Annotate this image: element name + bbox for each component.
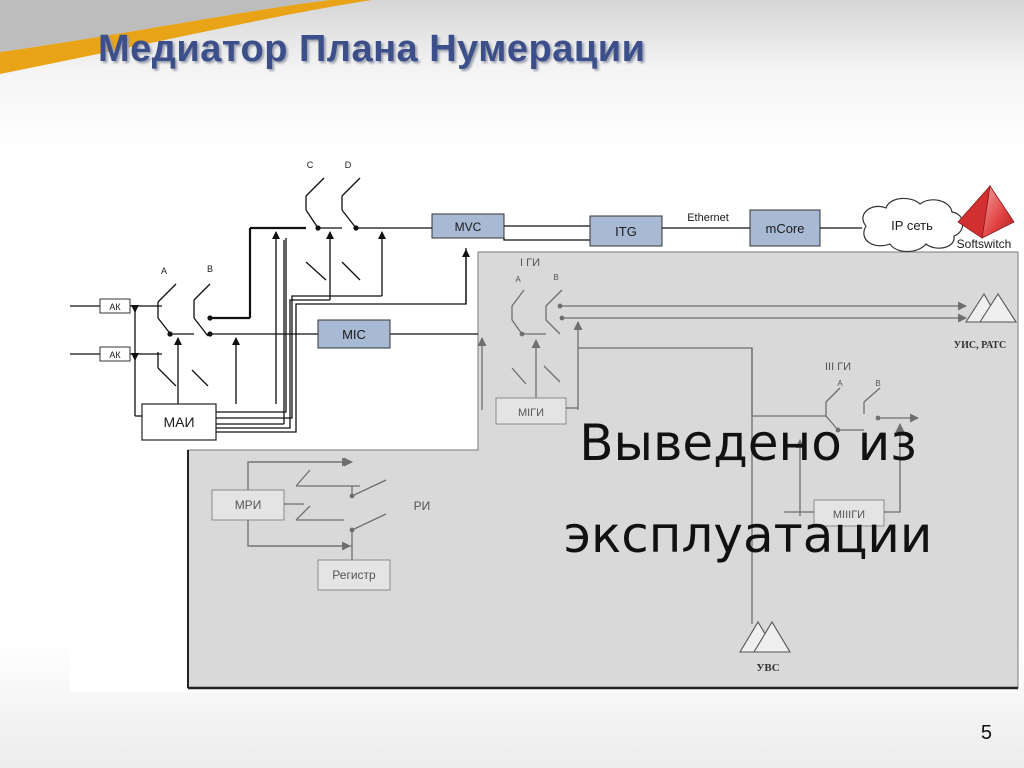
mcore-label: mCore xyxy=(765,221,804,236)
gi1-a-label: А xyxy=(515,275,521,284)
gi1-b-label: В xyxy=(553,273,558,282)
mvc-label: MVC xyxy=(455,220,482,234)
gi3-b-label: В xyxy=(875,379,880,388)
switch-d-label: D xyxy=(345,160,352,170)
softswitch-label: Softswitch xyxy=(957,237,1012,251)
mcore-box xyxy=(749,209,821,247)
register-box xyxy=(317,559,391,591)
ip-cloud-label: IP сеть xyxy=(891,218,933,233)
softswitch-icon xyxy=(957,184,1015,239)
ethernet-label: Ethernet xyxy=(687,212,729,224)
mri-box xyxy=(211,489,285,521)
migi3-box xyxy=(813,499,885,527)
uis-rats-icon xyxy=(964,292,1018,323)
gi1-label: I ГИ xyxy=(520,257,540,269)
switch-c-label: С xyxy=(307,160,314,170)
gi3-label: III ГИ xyxy=(825,361,851,373)
mic-label: MIC xyxy=(342,327,366,342)
itg-label: ITG xyxy=(615,224,637,239)
gi3-a-label: А xyxy=(837,379,843,388)
migi1-label: МIГИ xyxy=(518,407,544,419)
uvs-icon xyxy=(739,620,791,653)
slide-number: 5 xyxy=(980,722,992,744)
mai-box xyxy=(141,403,217,441)
switch-a-label: А xyxy=(161,266,167,276)
ak-label-2: АК xyxy=(109,350,121,360)
itg-box xyxy=(589,215,663,247)
uis-rats-label: УИС, РАТС xyxy=(954,340,1006,351)
switch-b-label: В xyxy=(207,264,213,274)
decommissioned-text-line1: Выведено из xyxy=(579,414,917,472)
mic-box xyxy=(317,319,391,349)
uvs-label: УВС xyxy=(756,662,779,674)
mai-label: МАИ xyxy=(163,414,194,430)
slide-title: Медиатор Плана Нумерации xyxy=(98,28,646,70)
migi3-label: МIIIГИ xyxy=(833,509,865,521)
ri-label: РИ xyxy=(414,499,431,513)
ak-label-1: АК xyxy=(109,302,121,312)
register-label: Регистр xyxy=(332,568,376,582)
migi1-box xyxy=(495,397,567,425)
decommissioned-text-line2: эксплуатации xyxy=(564,506,933,564)
mpi-label: МРИ xyxy=(235,498,262,512)
